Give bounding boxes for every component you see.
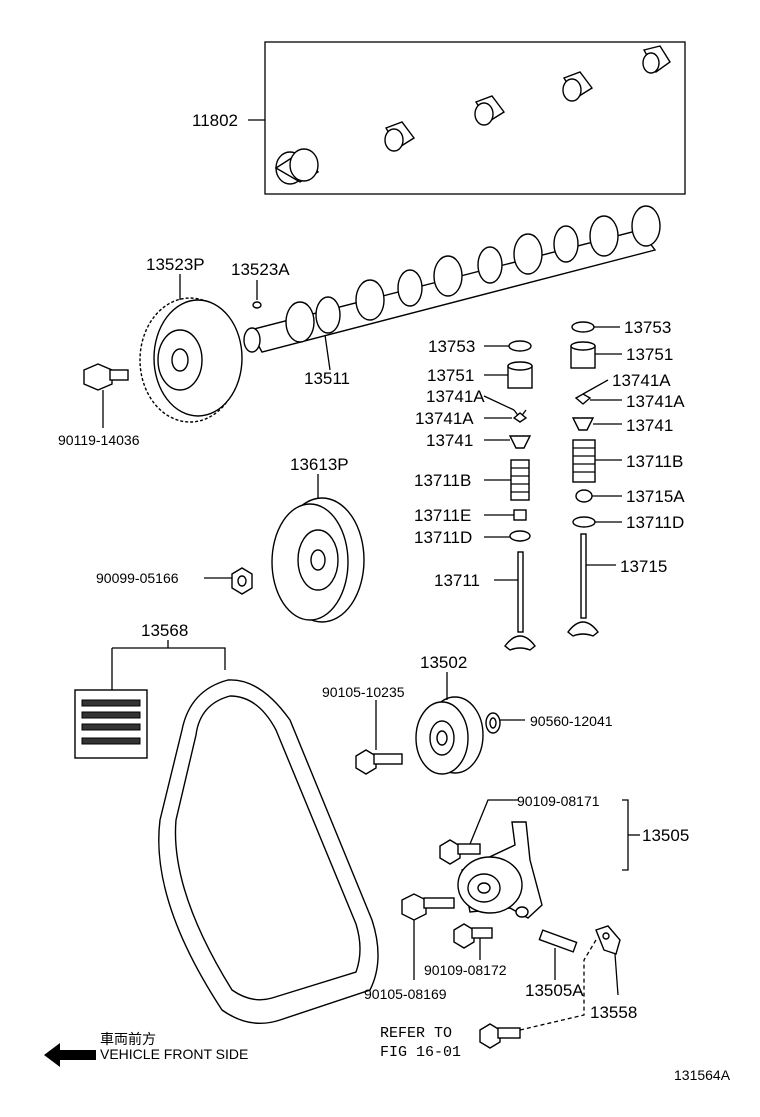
bolt-90105-10235 (355, 700, 403, 775)
label-90105-10235: 90105-10235 (322, 684, 405, 700)
stud-13505A (538, 929, 578, 980)
label-13711B-left: 13711B (414, 471, 471, 490)
pin-13523A (252, 280, 262, 309)
vehicle-front-arrow-icon (44, 1043, 96, 1067)
label-90119-14036: 90119-14036 (58, 432, 140, 448)
bearing-set-box (264, 41, 686, 195)
label-13505: 13505 (642, 826, 689, 845)
valve-train-right (567, 321, 622, 637)
label-90560-12041: 90560-12041 (530, 713, 613, 729)
cam-sprocket (139, 274, 243, 423)
label-13711: 13711 (434, 571, 480, 590)
bearing-shell-1 (274, 148, 319, 185)
bearing-shell-2 (384, 121, 416, 152)
label-11802: 11802 (192, 111, 238, 130)
label-13505A: 13505A (525, 981, 584, 1000)
label-13751-left: 13751 (427, 366, 474, 385)
label-13523P: 13523P (146, 255, 205, 274)
bolt-90109-08172 (453, 923, 493, 960)
label-13711B-right: 13711B (626, 452, 683, 471)
label-13523A: 13523A (231, 260, 290, 279)
label-13741-right: 13741 (626, 416, 673, 435)
vehicle-front-jp: 車両前方 (100, 1031, 156, 1047)
tensioner-assembly (457, 799, 640, 919)
timing-belt (74, 640, 379, 1024)
washer-90560-12041 (485, 712, 525, 734)
refer-to-line: REFER TO (380, 1025, 452, 1042)
label-13711D-left: 13711D (414, 528, 472, 547)
label-13711E-left: 13711E (414, 506, 471, 525)
label-13753-right: 13753 (624, 318, 671, 337)
vehicle-front-en: VEHICLE FRONT SIDE (100, 1046, 248, 1062)
idler-pulley (415, 672, 484, 775)
label-13558: 13558 (590, 1003, 637, 1022)
bearing-shell-5 (642, 45, 671, 74)
valve-train-left (483, 340, 536, 651)
label-13753-left: 13753 (428, 337, 475, 356)
label-13715A: 13715A (626, 487, 685, 506)
label-13741A-right-2: 13741A (626, 392, 685, 411)
label-90109-08172: 90109-08172 (424, 962, 507, 978)
label-13715: 13715 (620, 557, 667, 576)
label-13741A-right-1: 13741A (612, 371, 671, 390)
label-90099-05166: 90099-05166 (96, 570, 179, 586)
label-13741-left: 13741 (426, 431, 473, 450)
label-13741A-left-2: 13741A (415, 409, 474, 428)
refer-fig-line: FIG 16-01 (380, 1044, 461, 1061)
nut-90099-05166 (204, 567, 253, 595)
bearing-set-group (248, 41, 686, 195)
labels-layer: 11802 13523P 13523A 13511 90119-14036 13… (58, 111, 731, 1083)
label-13613P: 13613P (290, 455, 349, 474)
bolt-refer (479, 1023, 521, 1049)
bolt-90109-08171 (439, 799, 518, 865)
label-90105-08169: 90105-08169 (364, 986, 447, 1002)
label-90109-08171: 90109-08171 (517, 793, 600, 809)
pulley-13613P (271, 474, 365, 623)
bolt-90105-08169 (401, 893, 455, 980)
figure-id: 131564A (674, 1067, 731, 1083)
label-13741A-left-1: 13741A (426, 387, 485, 406)
sensor-13558 (519, 925, 621, 1031)
bearing-shell-3 (474, 95, 506, 126)
label-13751-right: 13751 (626, 345, 673, 364)
label-13502: 13502 (420, 653, 467, 672)
camshaft (243, 205, 661, 371)
label-13511: 13511 (304, 369, 350, 388)
bolt-90119-14036 (83, 363, 129, 428)
label-13711D-right: 13711D (626, 513, 684, 532)
label-13568: 13568 (141, 621, 188, 640)
bearing-shell-4 (562, 71, 594, 102)
